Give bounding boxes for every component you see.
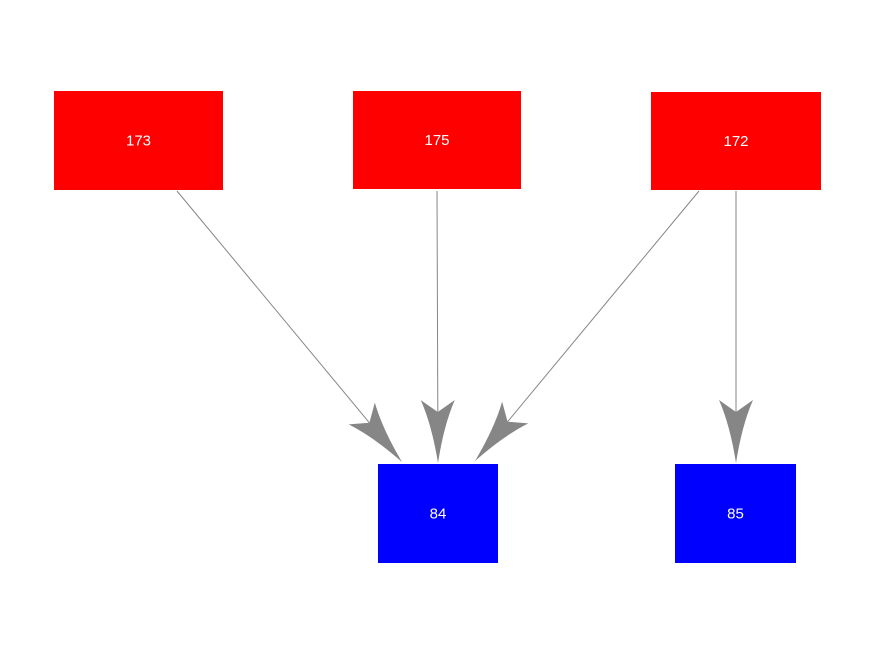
node-box-85 <box>675 464 796 563</box>
node-label-173: 173 <box>126 133 151 150</box>
nodes-layer: 173 175 172 84 85 <box>54 91 821 563</box>
node-source-175: 175 <box>353 91 521 189</box>
arrowhead-icon-172-to-84 <box>475 401 529 461</box>
node-label-175: 175 <box>424 132 449 149</box>
node-box-84 <box>378 464 498 563</box>
node-label-84: 84 <box>430 506 447 523</box>
edge-line-173-to-84 <box>176 190 370 424</box>
arrowhead-icon-175-to-84 <box>420 399 455 463</box>
node-box-172 <box>651 92 821 190</box>
edges-layer <box>176 190 753 463</box>
edge-line-172-to-84 <box>507 190 700 423</box>
node-label-172: 172 <box>723 133 748 150</box>
arrowhead-icon-172-to-85 <box>719 400 753 463</box>
node-target-84: 84 <box>378 464 498 563</box>
node-source-172: 172 <box>651 92 821 190</box>
node-target-85: 85 <box>675 464 796 563</box>
node-source-173: 173 <box>54 91 223 190</box>
edge-line-175-to-84 <box>436 190 439 413</box>
node-box-175 <box>353 91 521 189</box>
node-box-173 <box>54 91 223 190</box>
node-label-85: 85 <box>727 506 744 523</box>
arrowhead-icon-173-to-84 <box>348 402 402 462</box>
